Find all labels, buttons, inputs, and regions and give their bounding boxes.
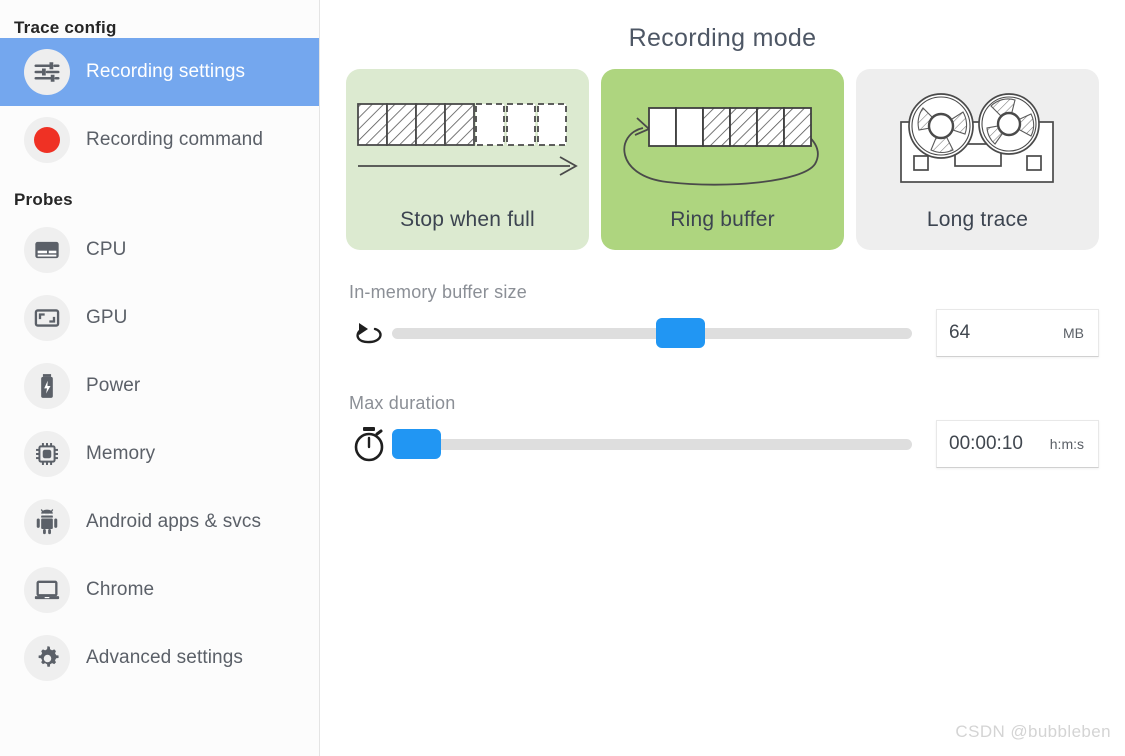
sliders-icon: [24, 49, 70, 95]
sidebar-item-recording-command[interactable]: Recording command: [0, 106, 319, 174]
sidebar-item-label: Android apps & svcs: [86, 511, 262, 532]
mode-card-long-trace[interactable]: Long trace: [856, 69, 1099, 250]
slider-label: Max duration: [349, 393, 456, 413]
sidebar-item-power[interactable]: Power: [0, 352, 319, 420]
slider-track: [392, 327, 912, 339]
sidebar-item-label: GPU: [86, 307, 128, 328]
record-dot-icon: [24, 117, 70, 163]
slider-label: In-memory buffer size: [349, 282, 527, 302]
buffer-size-unit: MB: [1063, 325, 1084, 341]
watermark: CSDN @bubbleben: [955, 722, 1111, 741]
buffer-size-value-field[interactable]: 64 MB: [936, 309, 1099, 357]
android-icon: [24, 499, 70, 545]
sidebar-item-memory[interactable]: Memory: [0, 420, 319, 488]
sidebar-item-label: Power: [86, 375, 141, 396]
slider-thumb[interactable]: [656, 318, 705, 348]
laptop-icon: [24, 567, 70, 613]
slider-track: [392, 438, 912, 450]
mode-card-stop-when-full[interactable]: Stop when full: [346, 69, 589, 250]
sidebar-section-probes: Probes: [14, 190, 73, 209]
tape-reel-icon: [856, 83, 1099, 208]
buffer-size-value: 64: [949, 322, 971, 343]
recording-mode-options: Stop when full: [320, 53, 1125, 250]
sidebar-item-gpu[interactable]: GPU: [0, 284, 319, 352]
max-duration-value-field[interactable]: 00:00:10 h:m:s: [936, 420, 1099, 468]
sidebar-item-label: Advanced settings: [86, 647, 243, 668]
mode-card-label: Long trace: [926, 208, 1029, 231]
ring-buffer-loop-icon: [601, 83, 844, 208]
mode-card-ring-buffer[interactable]: Ring buffer: [601, 69, 844, 250]
sidebar-item-advanced-settings[interactable]: Advanced settings: [0, 624, 319, 692]
sidebar: Trace config Recording settings: [0, 0, 320, 756]
page-title: Recording mode: [628, 24, 817, 52]
loop-arrow-icon: [346, 310, 392, 356]
sidebar-item-android-apps[interactable]: Android apps & svcs: [0, 488, 319, 556]
battery-icon: [24, 363, 70, 409]
in-memory-buffer-size-control: In-memory buffer size 64 MB: [320, 282, 1125, 357]
main-panel: Recording mode: [320, 0, 1125, 756]
memory-chip-icon: [24, 431, 70, 477]
mode-card-label: Ring buffer: [670, 208, 775, 231]
cpu-icon: [24, 227, 70, 273]
max-duration-control: Max duration 00:00:10 h:m:s: [320, 393, 1125, 468]
stopwatch-icon: [346, 421, 392, 467]
gear-icon: [24, 635, 70, 681]
sidebar-item-label: Recording settings: [86, 61, 246, 82]
slider-thumb[interactable]: [392, 429, 441, 459]
sidebar-item-label: CPU: [86, 239, 127, 260]
sidebar-item-label: Chrome: [86, 579, 155, 600]
sidebar-item-cpu[interactable]: CPU: [0, 216, 319, 284]
buffer-size-slider[interactable]: [392, 313, 912, 353]
max-duration-unit: h:m:s: [1049, 436, 1084, 452]
buffer-fill-arrow-icon: [346, 83, 589, 208]
sidebar-item-label: Recording command: [86, 129, 264, 150]
max-duration-value: 00:00:10: [949, 433, 1023, 454]
mode-card-label: Stop when full: [400, 208, 535, 231]
sidebar-title: Trace config: [14, 18, 117, 37]
sidebar-item-chrome[interactable]: Chrome: [0, 556, 319, 624]
sidebar-item-recording-settings[interactable]: Recording settings: [0, 38, 319, 106]
gpu-icon: [24, 295, 70, 341]
max-duration-slider[interactable]: [392, 424, 912, 464]
sidebar-item-label: Memory: [86, 443, 156, 464]
